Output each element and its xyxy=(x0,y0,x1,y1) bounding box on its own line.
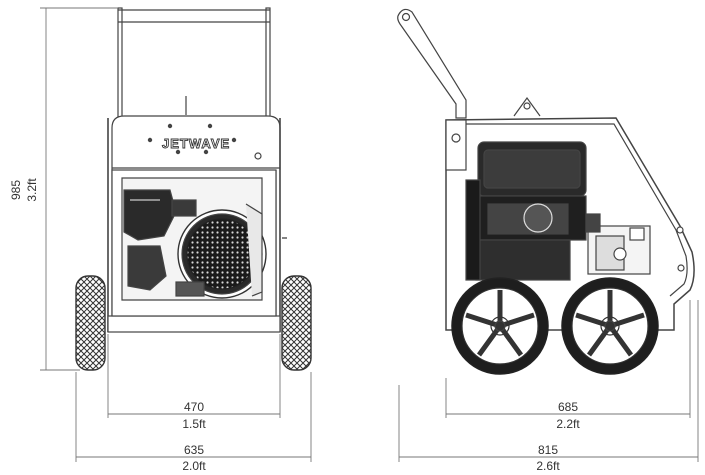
side-view xyxy=(397,8,695,375)
dimension-lines xyxy=(40,7,699,462)
frame-width-mm-label: 470 xyxy=(184,400,204,414)
front-right-wheel xyxy=(281,237,312,371)
front-view: JETWAVE xyxy=(75,7,312,371)
front-engine xyxy=(121,177,267,301)
front-handle xyxy=(117,7,271,119)
side-pump xyxy=(585,213,651,275)
side-rear-wheel xyxy=(451,277,549,375)
brand-logo: JETWAVE xyxy=(162,136,230,151)
lift-hook-eye xyxy=(523,102,531,110)
side-handle xyxy=(397,8,467,119)
side-engine xyxy=(465,141,587,281)
front-left-wheel xyxy=(75,275,106,371)
frame-width-ft-label: 1.5ft xyxy=(182,417,206,431)
overall-length-ft-label: 2.6ft xyxy=(536,459,560,473)
height-mm-label: 985 xyxy=(9,180,23,200)
frame-length-mm-label: 685 xyxy=(558,400,578,414)
overall-width-ft-label: 2.0ft xyxy=(182,459,206,473)
height-ft-label: 3.2ft xyxy=(25,178,39,202)
side-front-wheel xyxy=(561,277,659,375)
frame-length-ft-label: 2.2ft xyxy=(556,417,580,431)
overall-width-mm-label: 635 xyxy=(184,443,204,457)
overall-length-mm-label: 815 xyxy=(538,443,558,457)
